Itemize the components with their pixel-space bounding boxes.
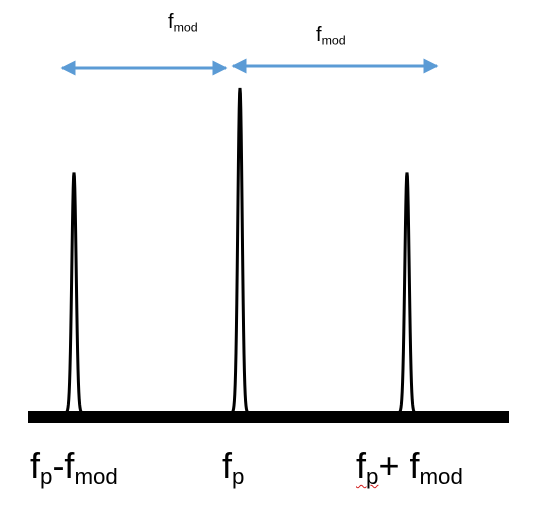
fmod-label-right: fmod <box>316 25 346 47</box>
fmod-label-left-sub: mod <box>173 20 198 35</box>
label-upper-sideband: fp+ fmod <box>356 448 463 489</box>
label-upper-sub: p <box>366 464 379 490</box>
label-lower-sideband: fp-fmod <box>30 448 118 489</box>
label-lower-sub: p <box>40 464 53 490</box>
label-upper-main: f <box>356 445 367 486</box>
frequency-baseline <box>28 411 509 423</box>
label-lower-sub2: mod <box>74 464 118 490</box>
label-upper-spellcheck: fp <box>356 445 379 490</box>
label-upper-sub2: mod <box>419 464 463 490</box>
peak-upper-sideband <box>398 172 416 414</box>
peak-lower-sideband <box>65 172 83 414</box>
label-upper-mid: + f <box>378 445 420 486</box>
label-lower-main: f <box>30 445 41 486</box>
fmod-label-right-sub: mod <box>321 33 346 48</box>
label-carrier-sub: p <box>232 464 245 490</box>
label-lower-mid: -f <box>52 445 75 486</box>
label-carrier-main: f <box>222 445 233 486</box>
label-carrier: fp <box>222 448 244 489</box>
fmod-label-left: fmod <box>168 12 198 34</box>
fmod-label-right-main: f <box>316 24 322 46</box>
fmod-label-left-main: f <box>168 11 174 33</box>
peak-carrier <box>231 87 249 414</box>
